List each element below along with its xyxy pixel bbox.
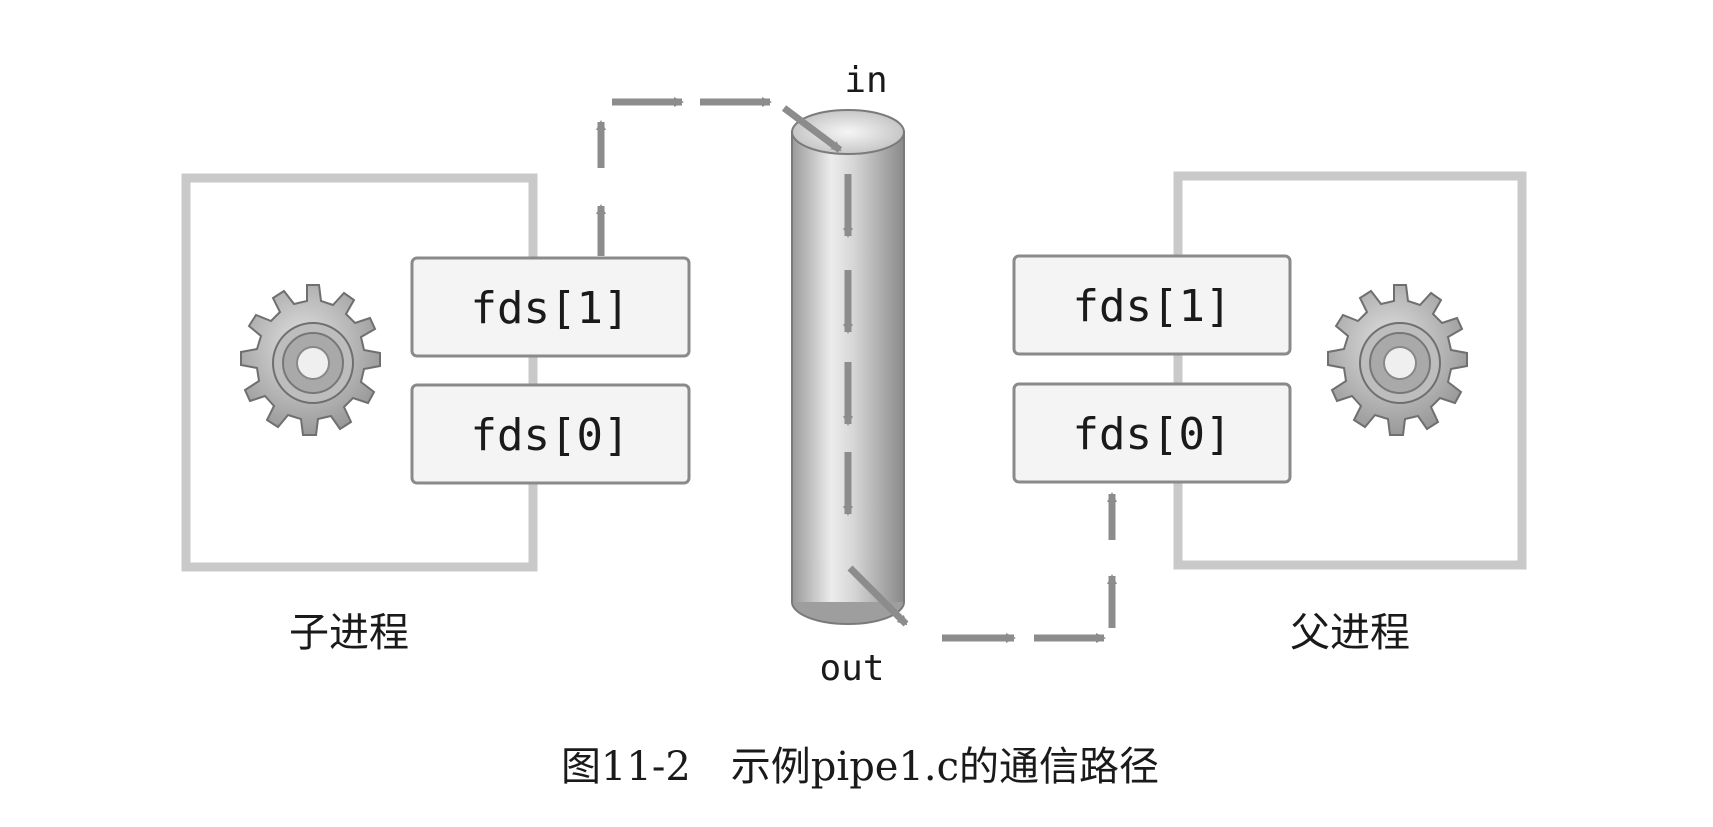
read-flow-arrows bbox=[847, 492, 1117, 643]
child-fd-read-label: fds[0] bbox=[471, 410, 630, 461]
write-flow-arrows bbox=[596, 97, 843, 256]
child-process-label: 子进程 bbox=[289, 610, 409, 656]
parent-fd-read-label: fds[0] bbox=[1073, 409, 1232, 460]
parent-fd-write-label: fds[1] bbox=[1073, 281, 1232, 332]
parent-fd-write-box: fds[1] bbox=[1012, 254, 1292, 356]
child-fd-write-label: fds[1] bbox=[471, 283, 630, 334]
child-fd-write-box: fds[1] bbox=[410, 256, 691, 358]
parent-fd-read-box: fds[0] bbox=[1012, 382, 1292, 484]
pipe-out-label: out bbox=[819, 648, 884, 689]
pipe-in-label: in bbox=[844, 60, 887, 101]
child-fd-read-box: fds[0] bbox=[410, 383, 691, 485]
parent-process-label: 父进程 bbox=[1290, 610, 1410, 656]
figure-caption: 图11-2 示例pipe1.c的通信路径 bbox=[561, 744, 1159, 790]
